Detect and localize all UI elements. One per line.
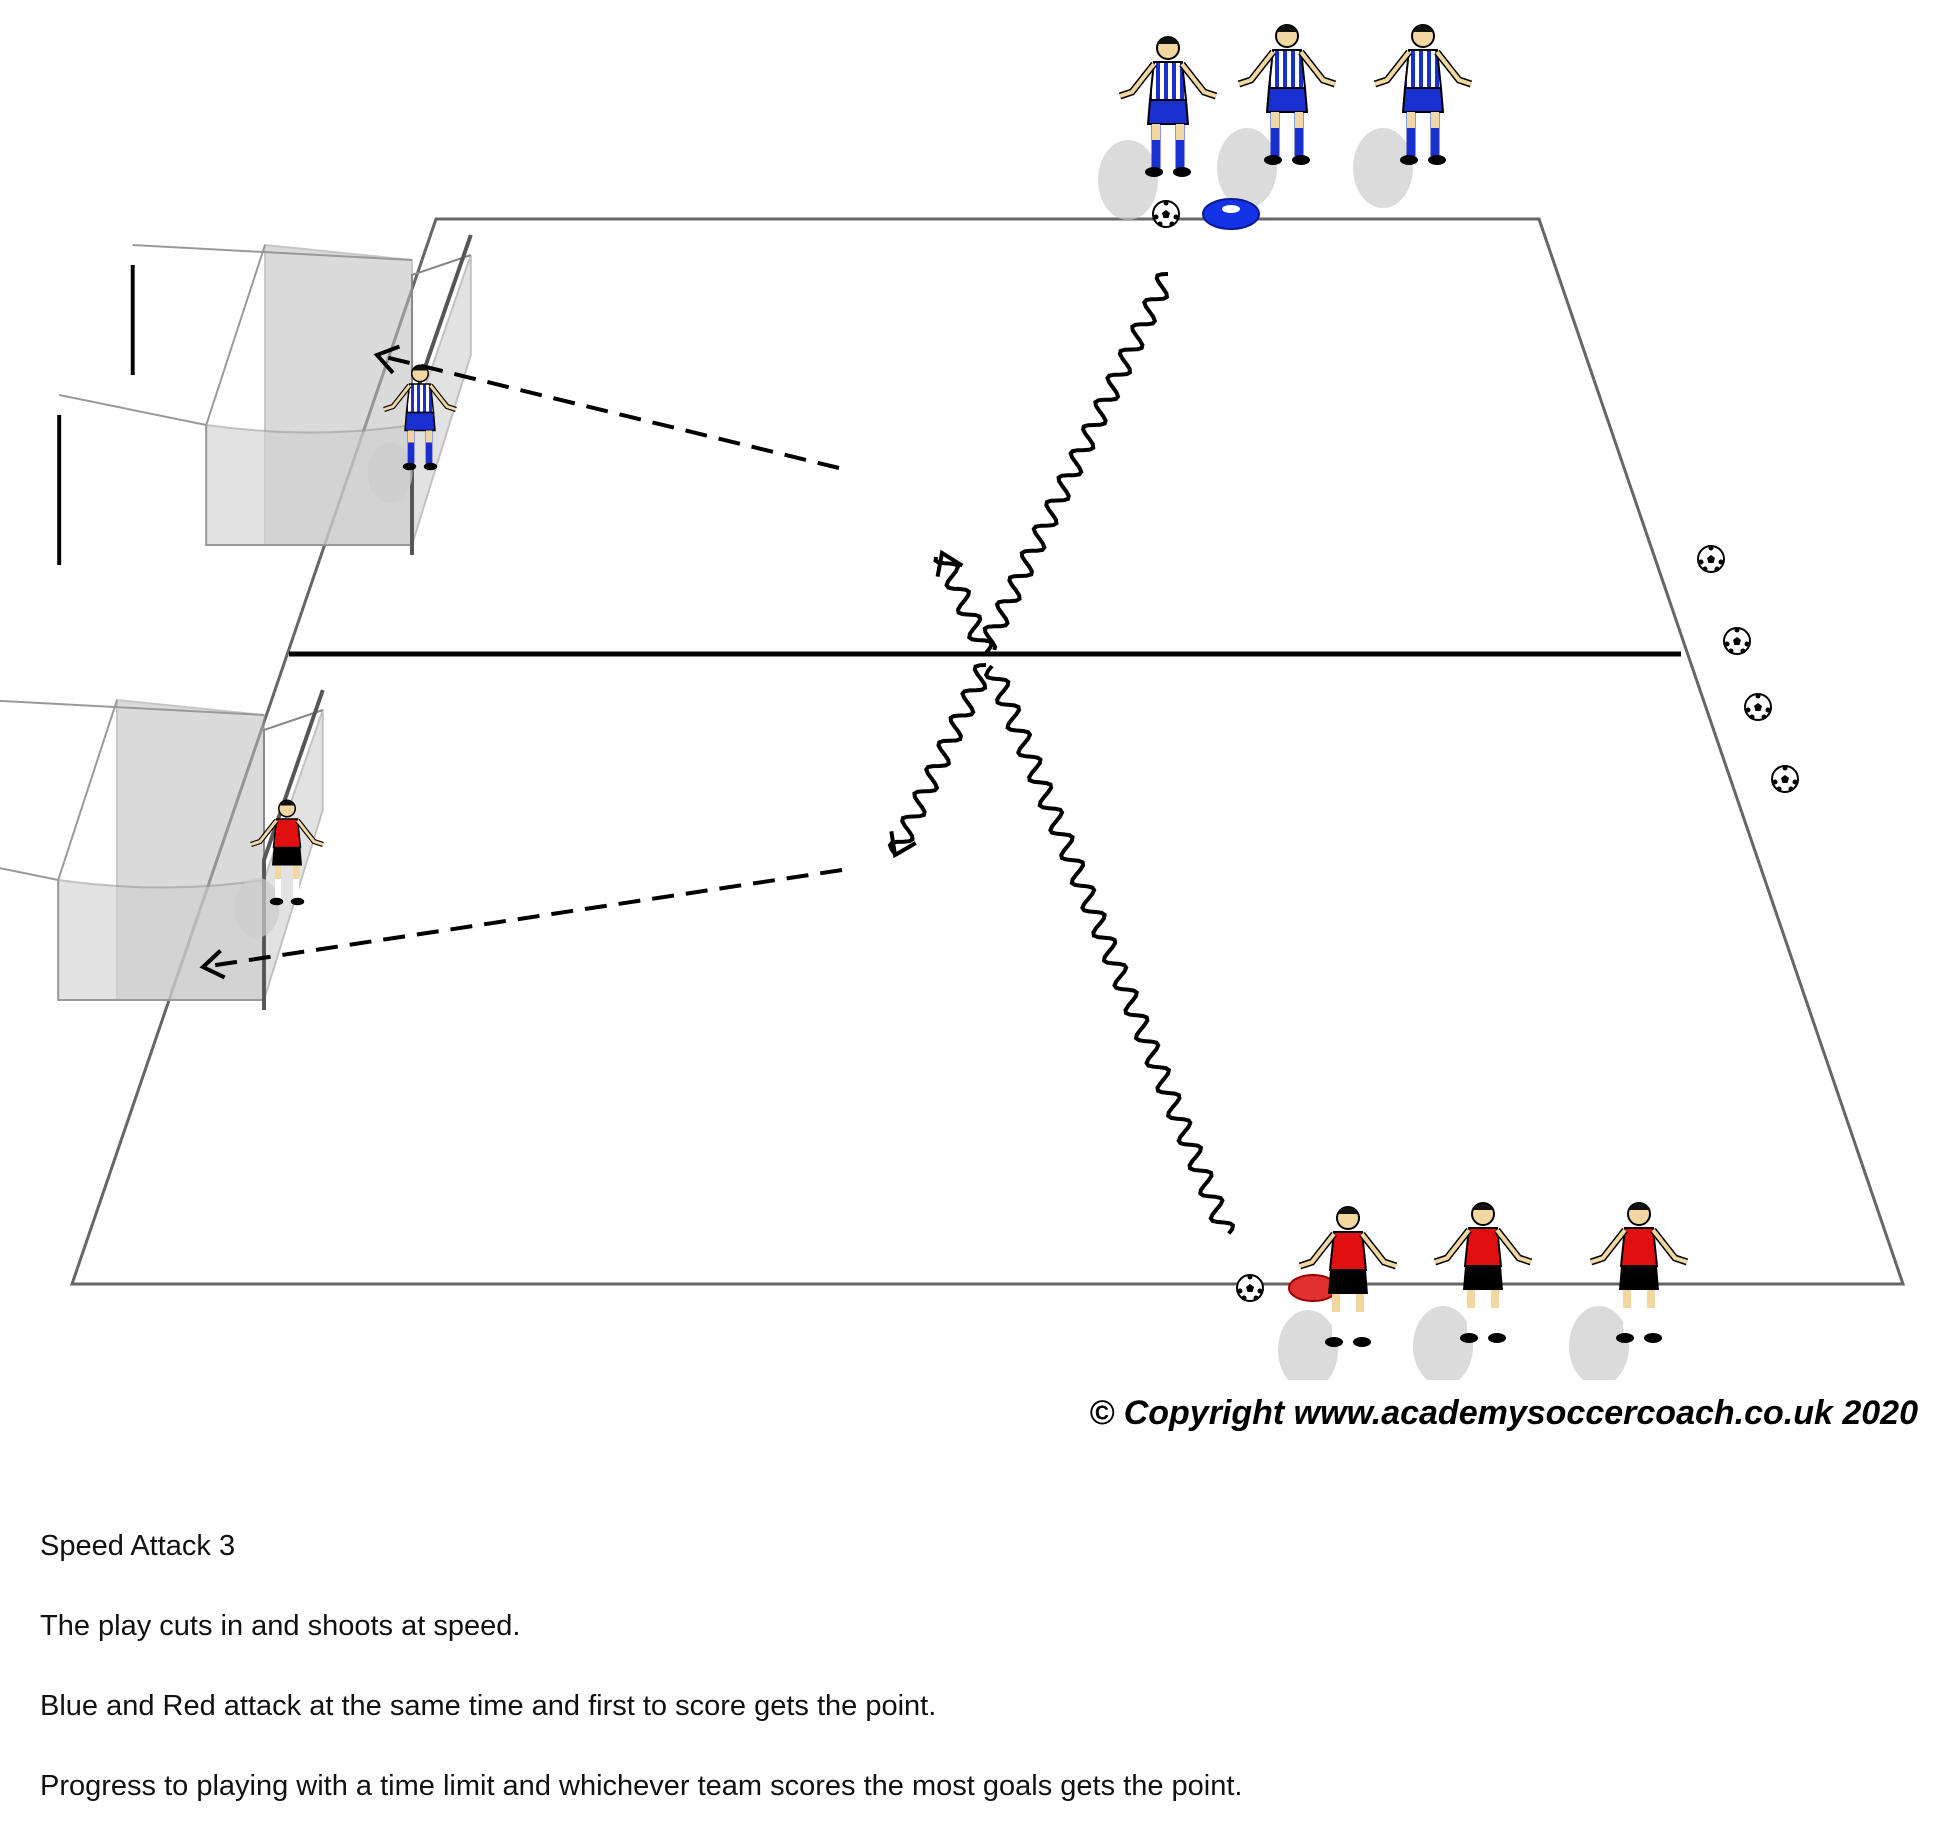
ball [1236,1273,1264,1302]
blue-shot-path-arrowhead [373,344,401,375]
blue-player-3 [1353,25,1471,208]
description-line: Progress to playing with a time limit an… [40,1770,1243,1802]
description-line: The play cuts in and shoots at speed. [40,1610,521,1642]
drill-title: Speed Attack 3 [40,1530,236,1562]
copyright-text: © Copyright www.academysoccercoach.co.uk… [1089,1394,1918,1432]
blue-shot-path [376,353,840,470]
blue-cone [1202,198,1260,230]
blue-cut-path [933,556,994,655]
blue-player-1 [1098,37,1216,220]
blue-player-2 [1217,25,1335,208]
spare-ball [1723,626,1751,655]
red-dribble-path [983,664,1236,1235]
spare-ball [1744,692,1772,721]
blue-cut-arrowhead [935,549,964,577]
red-shot-path-arrowhead [199,949,226,980]
blue-dribble-path [982,272,1170,651]
red-cut-path [887,663,988,856]
red-cut-arrowhead [889,830,917,859]
red-shot-path [202,868,843,969]
spare-ball [1771,764,1799,793]
blue-cone-hole [1222,205,1240,213]
ball [1152,199,1180,228]
movement-paths [199,272,1236,1235]
spare-ball [1697,544,1725,573]
drill-diagram [0,0,1906,1380]
description-line: Blue and Red attack at the same time and… [40,1690,937,1722]
